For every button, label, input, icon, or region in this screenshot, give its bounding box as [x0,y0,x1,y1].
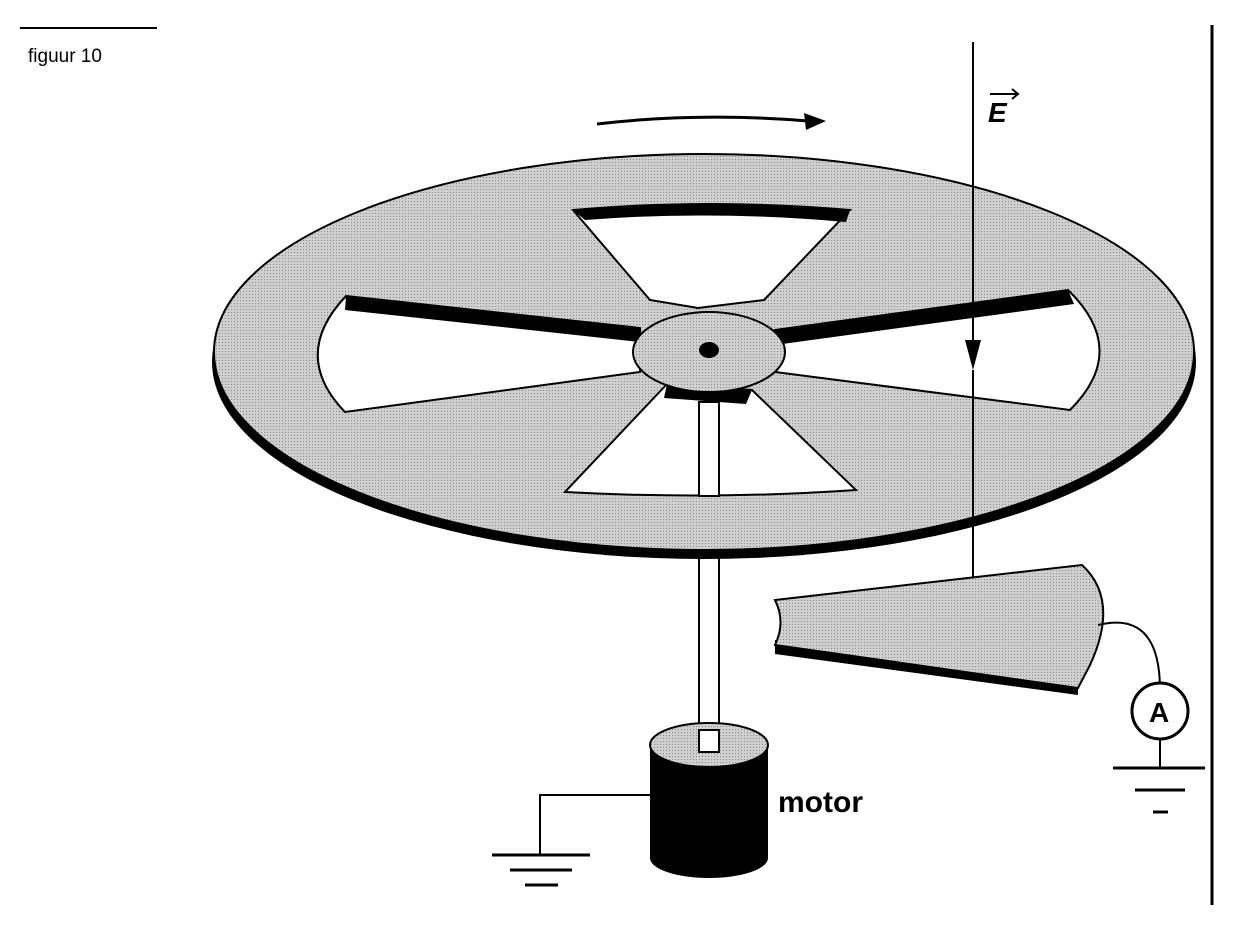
figure-label: figuur 10 [28,46,102,67]
shaft-through-cutout [698,401,720,497]
motor-label: motor [778,786,863,819]
axle-hole [699,342,719,358]
field-arrowhead [965,340,981,370]
disk-cutout-top-shadow [573,204,850,222]
motor-ground-icon [492,853,590,887]
field-vector-arrow-mark [990,88,1020,100]
ammeter-ground-icon [1113,766,1205,814]
ammeter-symbol: A [1149,697,1169,728]
ammeter-wire [1097,621,1161,691]
shaft-top-of-motor [698,729,720,753]
disk-cutout-left-shadow [345,296,640,342]
collector-plate [773,563,1105,690]
rotation-arrow [596,115,809,126]
disk-cutout-right-shadow [775,290,1074,345]
field-symbol: E [988,97,1008,128]
rotation-arrowhead [804,113,826,130]
motor-bottom [650,838,768,878]
motor-ground-wire [539,794,650,855]
